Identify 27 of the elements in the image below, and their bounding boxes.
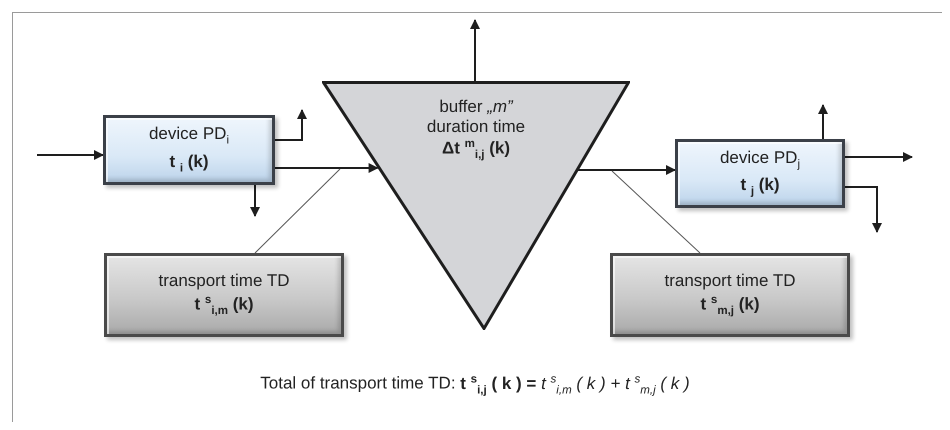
process-box [103,115,275,185]
arrow [845,186,882,233]
arrow [470,19,480,81]
leader-line [612,170,700,254]
arrow [578,165,676,175]
process-box [675,139,845,208]
arrow [250,185,260,217]
node-label: buffer „m” [439,97,513,118]
node-label: device PD$_{i}$ [148,124,230,148]
node-label: transport time TD [664,270,796,292]
transport-time-box [610,253,850,337]
node-label: t $_{j}$ (k) [740,175,780,200]
node-label: t $^{s}$$_{m,j}$ (k) [700,294,760,320]
arrow [275,109,307,141]
arrow [37,150,104,160]
node-label: Δt $^{m}$$_{i,j}$ (k) [442,138,510,163]
buffer-triangle [322,81,630,330]
node-label: t $^{s}$$_{i,m}$ (k) [194,294,254,320]
arrow [275,163,379,173]
node-label: duration time [426,117,526,138]
leader-line [254,168,340,254]
transport-time-box [104,253,344,337]
node-label: device PD$_{j}$ [720,148,800,172]
arrow [845,152,913,162]
node-label: t $_{i}$ (k) [169,152,209,176]
arrow [818,104,828,139]
node-label: transport time TD [158,270,290,292]
